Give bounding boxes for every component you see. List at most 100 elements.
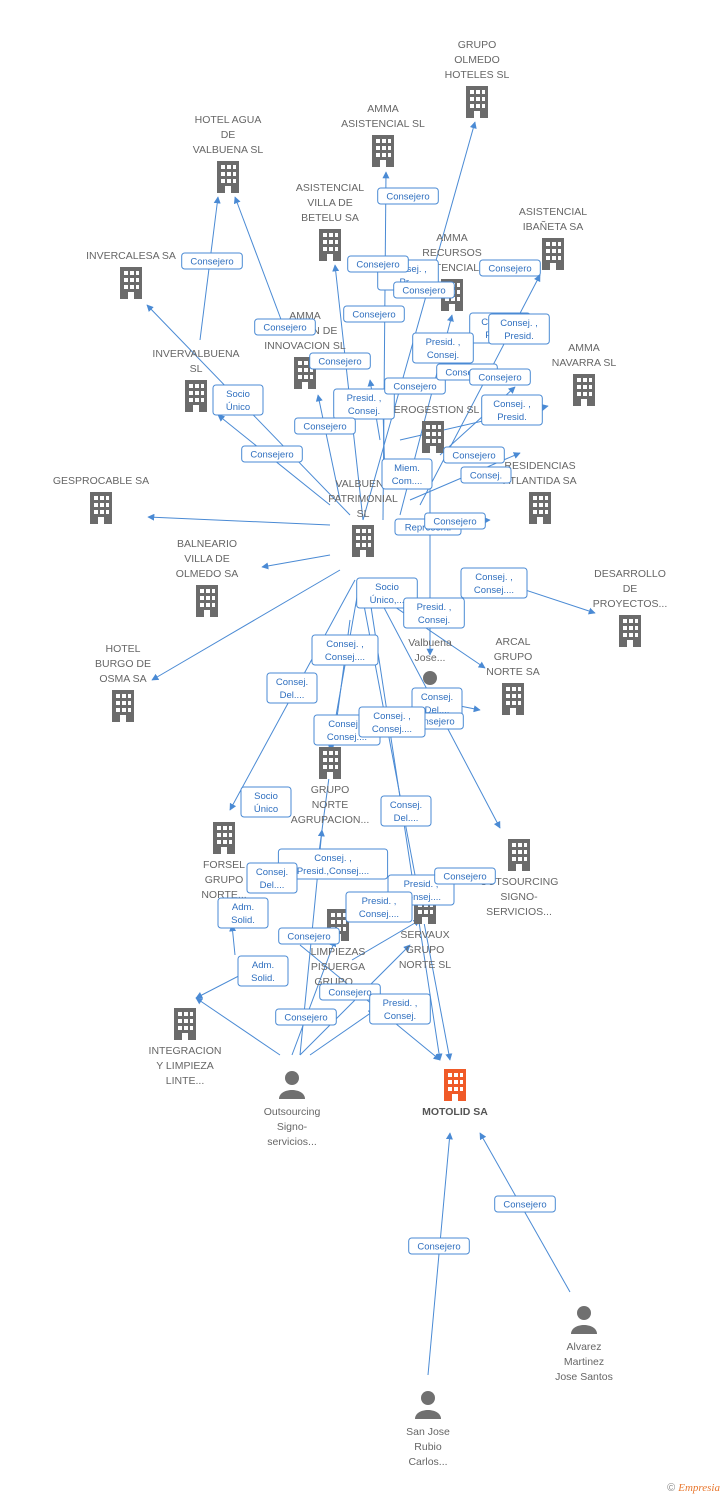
relation-label-box[interactable]: Consejero xyxy=(479,259,541,277)
relation-label-box[interactable]: Consejero xyxy=(309,352,371,370)
relation-label-box[interactable]: Consejero xyxy=(294,417,356,435)
relation-label-box[interactable]: Consejero xyxy=(278,927,340,945)
relation-label-box[interactable]: Consejero xyxy=(254,318,316,336)
relation-box xyxy=(309,352,371,370)
node-label: Martinez xyxy=(564,1356,604,1368)
relation-label-box[interactable]: Consejero xyxy=(275,1008,337,1026)
relation-label-box[interactable]: Consej. Del.... xyxy=(380,795,432,827)
relation-box xyxy=(369,993,431,1025)
relation-label-box[interactable]: Consejero xyxy=(469,368,531,386)
relation-text: Consejero xyxy=(356,260,399,271)
relation-label-box[interactable]: Consejero xyxy=(181,252,243,270)
relation-label-box[interactable]: Presid. ,Consej. xyxy=(333,388,395,420)
node-sanjose[interactable]: San JoseRubioCarlos... xyxy=(406,1391,450,1468)
relation-label-box[interactable]: Consej. ,Consej.... xyxy=(358,706,426,738)
relation-box xyxy=(434,867,496,885)
node-label: SL xyxy=(357,508,370,520)
relation-text: Consej. xyxy=(276,677,308,688)
relation-label-box[interactable]: Consejero xyxy=(494,1195,556,1213)
relation-text: Solid. xyxy=(231,915,255,926)
relation-edge xyxy=(362,121,477,521)
node-label: AGRUPACION... xyxy=(291,814,370,826)
relation-label-box[interactable]: Consej.Del.... xyxy=(246,862,298,894)
building-icon xyxy=(502,683,524,715)
relation-box xyxy=(408,1237,470,1255)
relation-edge xyxy=(261,554,331,570)
relation-label-box[interactable]: Consejero xyxy=(241,445,303,463)
node-outsourcing-sa[interactable]: OUTSOURCINGSIGNO-SERVICIOS... xyxy=(480,839,559,918)
building-icon xyxy=(542,238,564,270)
relation-label-box[interactable]: Consej. ,Presid. xyxy=(488,313,550,345)
relation-label-box[interactable]: SocioÚnico,... xyxy=(356,577,418,609)
relation-label-box[interactable]: Consejero xyxy=(434,867,496,885)
relation-label-box[interactable]: Consejero xyxy=(319,983,381,1001)
node-motolid[interactable]: MOTOLID SA xyxy=(422,1069,488,1118)
relation-label-box[interactable]: Consej. ,Presid.,Consej.... xyxy=(277,848,389,880)
relation-text: Com.... xyxy=(392,476,423,487)
relation-label-box[interactable]: Consejero xyxy=(408,1237,470,1255)
relation-box xyxy=(181,252,243,270)
relation-label-box[interactable]: Consejero xyxy=(343,305,405,323)
node-label: NORTE xyxy=(312,799,349,811)
relation-label-box[interactable]: Consejero xyxy=(443,446,505,464)
node-label: BURGO DE xyxy=(95,658,151,670)
relation-label-box[interactable]: Adm.Solid. xyxy=(237,955,289,987)
node-valbuena-jose[interactable]: ValbuenaJose... xyxy=(408,637,452,699)
relation-label-box[interactable]: Presid. ,Consej.... xyxy=(345,891,413,923)
relation-text: Del.... xyxy=(394,813,419,824)
relation-label-box[interactable]: Consejero xyxy=(424,512,486,530)
relation-text: Consej. xyxy=(390,800,422,811)
node-forsel[interactable]: FORSELGRUPONORTE... xyxy=(201,822,247,901)
relation-label-box[interactable]: Consej. ,Presid. xyxy=(481,394,543,426)
relation-box xyxy=(240,786,292,818)
node-aerogestion[interactable]: AEROGESTION SL xyxy=(387,404,480,453)
relation-label-box[interactable]: Consejero xyxy=(384,377,446,395)
relation-label-box[interactable]: Presid. ,Consej. xyxy=(412,332,474,364)
node-invercalesa[interactable]: INVERCALESA SA xyxy=(86,250,176,299)
empresia-logo[interactable]: Empresia xyxy=(678,1482,720,1494)
relation-label-box[interactable]: Presid. ,Consej. xyxy=(369,993,431,1025)
node-label: PROYECTOS... xyxy=(593,598,668,610)
node-label: OLMEDO xyxy=(454,54,500,66)
relation-label-box[interactable]: Consejero xyxy=(393,281,455,299)
relation-text: Del.... xyxy=(280,690,305,701)
node-outsourcing-p[interactable]: OutsourcingSigno-servicios... xyxy=(264,1071,321,1148)
relation-label-box[interactable]: Presid. ,Consej. xyxy=(403,597,465,629)
node-grupo-norte-agr[interactable]: GRUPONORTEAGRUPACION... xyxy=(291,747,370,826)
relation-text: Consej.... xyxy=(401,892,441,903)
relation-text: Consej. , xyxy=(328,719,366,730)
relation-label-box[interactable]: Consej. xyxy=(460,466,512,484)
relation-label-box[interactable]: Miem.Com.... xyxy=(381,458,433,490)
footer-brand: © Empresia xyxy=(667,1482,720,1494)
node-gesprocable[interactable]: GESPROCABLE SA xyxy=(53,475,149,524)
relation-label-box[interactable]: Adm.Solid. xyxy=(217,897,269,929)
relation-text: Consejero xyxy=(445,368,488,379)
relation-text: Presid. , xyxy=(383,998,418,1009)
relation-label-box[interactable]: Consejero xyxy=(347,255,409,273)
relation-label-box[interactable]: Consej. ,Consej.... xyxy=(460,567,528,599)
relation-label-box[interactable]: Consej. ,Consej.... xyxy=(311,634,379,666)
relation-label-box[interactable]: Consej. Del.... xyxy=(266,672,318,704)
relation-text: Consej. xyxy=(256,867,288,878)
node-desarrollo[interactable]: DESARROLLODEPROYECTOS... xyxy=(593,568,668,647)
relation-text: Consejero xyxy=(443,872,486,883)
relation-label-box[interactable]: Consejero xyxy=(377,187,439,205)
